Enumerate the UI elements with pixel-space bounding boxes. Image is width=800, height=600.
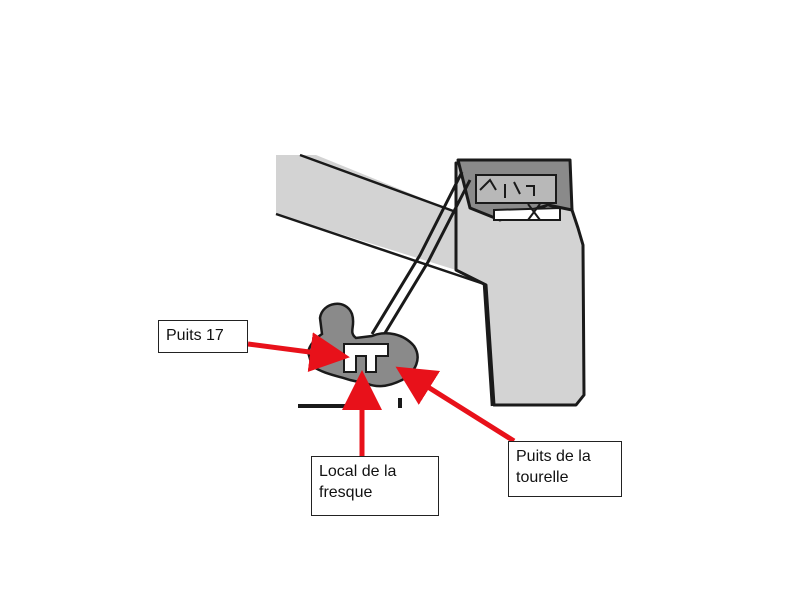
label-puits-17: Puits 17 <box>158 320 248 353</box>
corridor-lower-wall <box>275 212 494 407</box>
upper-corridor <box>276 155 456 270</box>
top-structure-inner <box>475 174 557 204</box>
diagonal-tunnel-left <box>370 171 464 335</box>
label-local-fresque: Local de la fresque <box>311 456 439 516</box>
corridor-upper-wall <box>299 153 457 214</box>
arrow-puits-tourelle <box>395 366 516 444</box>
top-structure-x-mark <box>527 203 541 221</box>
label-puits-tourelle: Puits de la tourelle <box>508 441 622 497</box>
diagonal-tunnel-right <box>380 179 472 339</box>
top-structure-passage <box>493 206 561 221</box>
arrow-puits-17 <box>247 332 350 372</box>
top-structure-details <box>479 178 535 198</box>
bottom-marker <box>398 398 402 408</box>
